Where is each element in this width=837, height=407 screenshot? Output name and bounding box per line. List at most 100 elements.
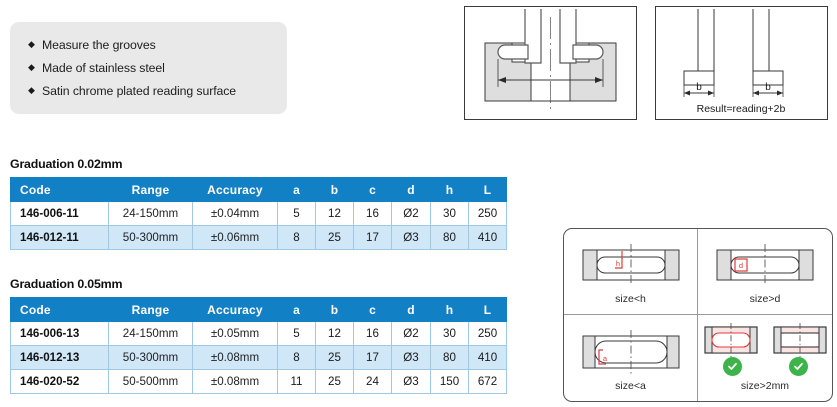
label-b-left: b [696, 82, 702, 93]
column-header-range: Range [108, 177, 193, 202]
cell-accuracy: ±0.06mm [192, 225, 278, 250]
cell-range: 24-150mm [108, 321, 193, 346]
cell-a: 5 [277, 201, 316, 226]
cell-b: 12 [315, 201, 354, 226]
column-header-a: a [277, 297, 316, 322]
marker-label-d: d [739, 261, 743, 270]
cell-l: 410 [468, 225, 507, 250]
cell-l: 410 [468, 345, 507, 370]
column-header-l: L [468, 297, 507, 322]
cell-l: 672 [468, 369, 507, 394]
cell-a: 5 [277, 321, 316, 346]
table-row: 146-012-13 50-300mm ±0.08mm 8 25 17 Ø3 8… [10, 345, 507, 370]
check-circle-icon [788, 357, 808, 376]
cell-b: 25 [315, 345, 354, 370]
groove-measurement-drawing [484, 9, 617, 111]
features-box: ◆ Measure the grooves ◆ Made of stainles… [10, 22, 287, 114]
cell-b: 12 [315, 321, 354, 346]
cell-range: 50-300mm [108, 225, 193, 250]
cell-code: 146-020-52 [10, 369, 109, 394]
column-header-range: Range [108, 297, 193, 322]
cell-accuracy: ±0.05mm [192, 321, 278, 346]
column-header-code: Code [10, 297, 109, 322]
cell-c: 17 [353, 345, 392, 370]
table-header-row: Code Range Accuracy a b c d h L [10, 177, 507, 202]
slot-diagram-size-a: a [582, 330, 679, 374]
column-header-accuracy: Accuracy [192, 297, 278, 322]
feature-item: ◆ Made of stainless steel [28, 56, 287, 79]
column-header-code: Code [10, 177, 109, 202]
cell-d: Ø3 [391, 225, 431, 250]
cell-range: 50-300mm [108, 345, 193, 370]
slot-diagram-rounded-ok [703, 323, 758, 357]
cell-l: 250 [468, 321, 507, 346]
jaw-offset-diagram: b b Result=reading+2b [655, 6, 828, 120]
usage-caption-size-less-than-h: size<h [615, 293, 646, 305]
usage-cell-size-greater-than-2mm: size>2mm [698, 315, 832, 401]
cell-accuracy: ±0.08mm [192, 345, 278, 370]
cell-c: 24 [353, 369, 392, 394]
check-circle-icon [722, 357, 742, 376]
feature-item: ◆ Satin chrome plated reading surface [28, 79, 287, 102]
feature-label: Measure the grooves [42, 37, 156, 52]
slot-diagram-pair [703, 323, 828, 357]
column-header-b: b [315, 297, 354, 322]
column-header-d: d [391, 297, 431, 322]
cell-a: 8 [277, 345, 316, 370]
table-row: 146-006-11 24-150mm ±0.04mm 5 12 16 Ø2 3… [10, 201, 507, 226]
column-header-c: c [353, 177, 392, 202]
table-row: 146-020-52 50-500mm ±0.08mm 11 25 24 Ø3 … [10, 369, 507, 394]
cell-b: 25 [315, 369, 354, 394]
cell-h: 150 [430, 369, 469, 394]
slot-diagram-size-h: h [582, 244, 679, 286]
cell-d: Ø3 [391, 369, 431, 394]
cell-d: Ø2 [391, 201, 431, 226]
cell-code: 146-006-13 [10, 321, 109, 346]
jaw-offset-caption: Result=reading+2b [697, 103, 786, 115]
column-header-h: h [430, 297, 469, 322]
approval-checks [698, 357, 832, 376]
cell-range: 50-500mm [108, 369, 193, 394]
table-title-graduation-002: Graduation 0.02mm [10, 157, 123, 171]
usage-cell-size-less-than-h: h size<h [564, 229, 698, 315]
cell-b: 25 [315, 225, 354, 250]
spec-table-graduation-005: Code Range Accuracy a b c d h L 146-006-… [10, 297, 507, 394]
feature-item: ◆ Measure the grooves [28, 33, 287, 56]
column-header-l: L [468, 177, 507, 202]
cell-code: 146-006-11 [10, 201, 109, 226]
cell-h: 30 [430, 321, 469, 346]
usage-caption-size-greater-than-d: size>d [749, 293, 781, 305]
table-row: 146-006-13 24-150mm ±0.05mm 5 12 16 Ø2 3… [10, 321, 507, 346]
usage-condition-grid: h size<h d size>d [563, 228, 833, 402]
usage-caption-size-less-than-a: size<a [615, 380, 646, 392]
cell-c: 16 [353, 201, 392, 226]
groove-measurement-diagram [464, 6, 637, 120]
cell-a: 8 [277, 225, 316, 250]
spec-table-graduation-002: Code Range Accuracy a b c d h L 146-006-… [10, 177, 507, 250]
usage-caption-size-greater-than-2mm: size>2mm [740, 380, 790, 392]
cell-c: 16 [353, 321, 392, 346]
column-header-accuracy: Accuracy [192, 177, 278, 202]
table-header-row: Code Range Accuracy a b c d h L [10, 297, 507, 322]
marker-label-a: a [602, 354, 607, 363]
jaw-offset-drawing: b b Result=reading+2b [683, 9, 786, 115]
slot-diagram-rect-ok [772, 323, 827, 357]
cell-d: Ø3 [391, 345, 431, 370]
cell-c: 17 [353, 225, 392, 250]
cell-h: 80 [430, 345, 469, 370]
slot-diagram-size-d: d [716, 244, 814, 286]
usage-cell-size-greater-than-d: d size>d [698, 229, 832, 315]
cell-d: Ø2 [391, 321, 431, 346]
column-header-c: c [353, 297, 392, 322]
column-header-d: d [391, 177, 431, 202]
cell-l: 250 [468, 201, 507, 226]
diamond-bullet-icon: ◆ [28, 39, 35, 49]
cell-accuracy: ±0.04mm [192, 201, 278, 226]
cell-range: 24-150mm [108, 201, 193, 226]
cell-h: 80 [430, 225, 469, 250]
diamond-bullet-icon: ◆ [28, 85, 35, 95]
column-header-a: a [277, 177, 316, 202]
label-b-right: b [765, 82, 771, 93]
cell-code: 146-012-11 [10, 225, 109, 250]
